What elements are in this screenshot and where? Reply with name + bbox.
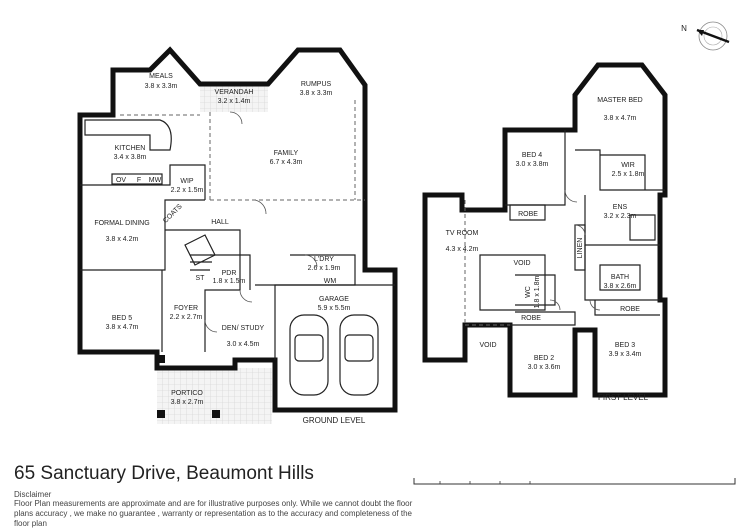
room-size-tv-room: 4.3 x 4.2m [446, 246, 479, 253]
label-hall: HALL [211, 219, 229, 226]
robe4-box [509, 204, 546, 221]
room-size-pdr: 1.8 x 1.5m [213, 278, 246, 285]
room-name-bed4: BED 4 [522, 152, 542, 159]
room-size-ens: 3.2 x 2.3m [604, 213, 637, 220]
room-name-den-study: DEN/ STUDY [222, 325, 265, 332]
room-size-meals: 3.8 x 3.3m [145, 83, 178, 90]
car-icon [339, 314, 379, 396]
room-name-bed3: BED 3 [615, 342, 635, 349]
room-size-master-bed: 3.8 x 4.7m [604, 115, 637, 122]
room-name-foyer: FOYER [174, 305, 198, 312]
room-size-portico: 3.8 x 2.7m [171, 399, 204, 406]
room-name-rumpus: RUMPUS [301, 81, 332, 88]
room-size-foyer: 2.2 x 2.7m [170, 314, 203, 321]
room-name-bath: BATH [611, 274, 629, 281]
property-address-title: 65 Sanctuary Drive, Beaumont Hills [14, 463, 314, 484]
portico-post [212, 410, 220, 418]
room-size-den-study: 3.0 x 4.5m [227, 341, 260, 348]
label-linen: LINEN [577, 238, 584, 259]
portico-post [157, 410, 165, 418]
room-name-wip: WIP [180, 178, 194, 185]
car-icon [289, 314, 329, 396]
room-name-ens: ENS [613, 204, 628, 211]
wir-box [600, 154, 646, 190]
room-name-garage: GARAGE [319, 296, 349, 303]
door-swing [204, 111, 318, 333]
label-oven: OV [116, 177, 126, 184]
label-fridge: F [137, 177, 141, 184]
room-name-bed2: BED 2 [534, 355, 554, 362]
appliance-bay [111, 173, 163, 185]
kitchen-wall [80, 164, 206, 200]
room-name-family: FAMILY [274, 150, 299, 157]
room-size-formal-dining: 3.8 x 4.2m [106, 236, 139, 243]
ground-level-plan: MEALS 3.8 x 3.3m VERANDAH 3.2 x 1.4m RUM… [77, 46, 398, 425]
label-robe-bed2: ROBE [521, 315, 541, 322]
room-size-wc: 1.8 x 1.8m [534, 275, 541, 308]
room-name-master-bed: MASTER BED [597, 97, 643, 104]
void-wall [479, 254, 546, 311]
room-size-bed5: 3.8 x 4.7m [106, 324, 139, 331]
hall-wall [165, 229, 241, 352]
room-name-kitchen: KITCHEN [115, 145, 146, 152]
room-size-garage: 5.9 x 5.5m [318, 305, 351, 312]
ens-wall [584, 195, 660, 246]
wc-wall [515, 274, 556, 306]
room-size-kitchen: 3.4 x 3.8m [114, 154, 147, 161]
room-name-portico: PORTICO [171, 390, 203, 397]
dining-wall [80, 199, 205, 271]
label-robe-bed4: ROBE [518, 211, 538, 218]
room-name-formal-dining: FORMAL DINING [94, 220, 149, 227]
room-size-wip: 2.2 x 1.5m [171, 187, 204, 194]
label-microwave: MW [149, 177, 162, 184]
room-name-tv-room: TV ROOM [446, 230, 479, 237]
verandah-tiles [200, 84, 268, 112]
ground-outer-wall [77, 46, 398, 413]
bathtub [599, 264, 641, 291]
bath-wall [584, 245, 660, 301]
stairs [184, 234, 216, 271]
room-size-verandah: 3.2 x 1.4m [218, 98, 251, 105]
ground-level-label: GROUND LEVEL [303, 416, 366, 425]
shower [629, 214, 656, 241]
bed2-wall [510, 311, 576, 326]
master-wall [575, 149, 665, 191]
first-level-plan: MASTER BED 3.8 x 4.7m BED 4 3.0 x 3.8m W… [422, 62, 668, 402]
room-size-laundry: 2.6 x 1.9m [308, 265, 341, 272]
room-name-wc: WC [525, 286, 532, 298]
room-size-family: 6.7 x 4.3m [270, 159, 303, 166]
label-void: VOID [479, 342, 496, 349]
label-void-stair: VOID [513, 260, 530, 267]
first-level-label: FIRST LEVEL [598, 393, 649, 402]
door-swing [549, 189, 601, 311]
family-dashline [209, 100, 365, 201]
label-store: ST [196, 275, 206, 282]
room-size-bed2: 3.0 x 3.6m [528, 364, 561, 371]
compass-north-label: N [681, 24, 687, 33]
room-name-bed5: BED 5 [112, 315, 132, 322]
label-washing-machine: WM [324, 278, 337, 285]
linen-box [574, 224, 586, 271]
compass-icon [696, 21, 730, 51]
label-robe-bed3: ROBE [620, 306, 640, 313]
disclaimer-heading: Disclaimer [14, 490, 52, 499]
room-size-wir: 2.5 x 1.8m [612, 171, 645, 178]
kitchen-bench [84, 119, 172, 151]
scale-bar [413, 478, 736, 485]
room-size-bed4: 3.0 x 3.8m [516, 161, 549, 168]
room-name-verandah: VERANDAH [215, 89, 254, 96]
disclaimer-text: Floor Plan measurements are approximate … [14, 499, 413, 528]
pdr-wall [210, 254, 251, 290]
room-size-bath: 3.8 x 2.6m [604, 283, 637, 290]
room-name-meals: MEALS [149, 73, 173, 80]
room-size-bed3: 3.9 x 3.4m [609, 351, 642, 358]
tv-void-dash [464, 200, 510, 326]
portico-post [157, 355, 165, 363]
room-name-wir: WIR [621, 162, 635, 169]
room-name-laundry: L'DRY [314, 256, 334, 263]
room-size-rumpus: 3.8 x 3.3m [300, 90, 333, 97]
room-name-pdr: PDR [222, 270, 237, 277]
robe3-wall [594, 300, 660, 316]
